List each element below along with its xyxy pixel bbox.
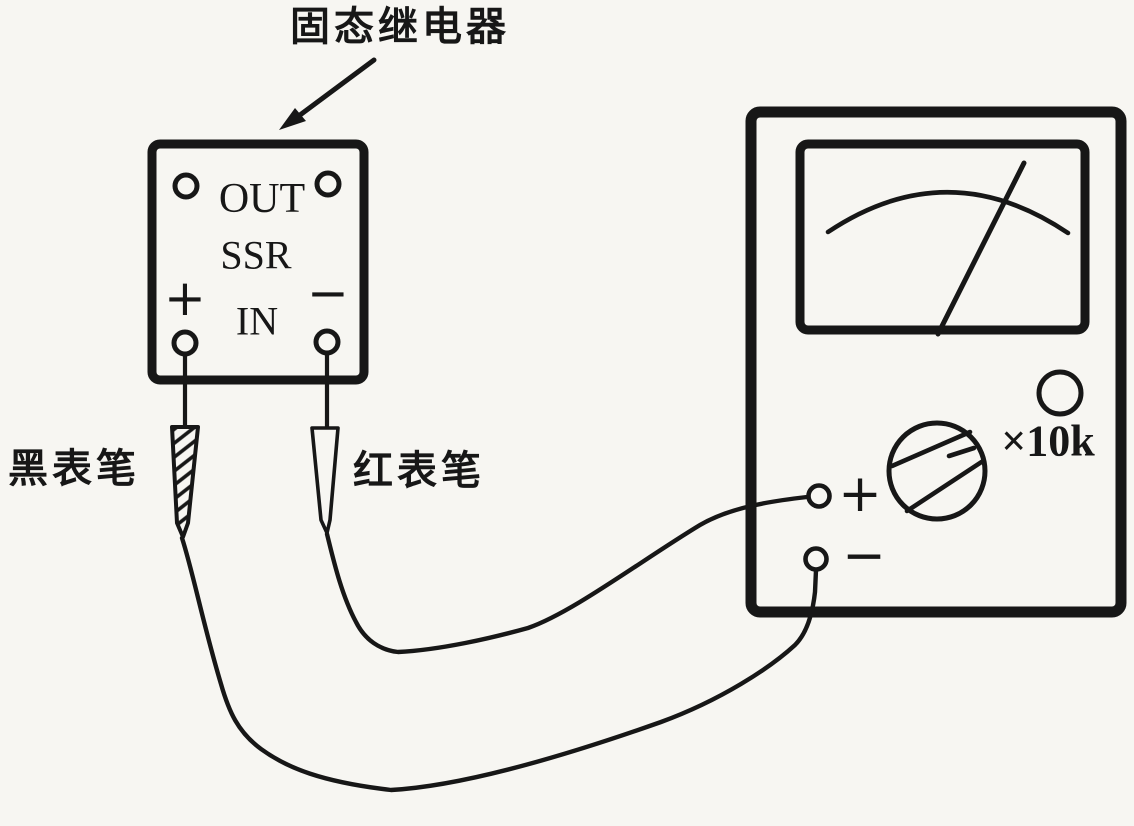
red-probe (310, 426, 340, 535)
meter-minus-terminal (803, 546, 829, 572)
range-label: ×10k (1001, 417, 1095, 466)
black-probe-label: 黑表笔 (8, 447, 140, 491)
meter-scale-arc (825, 190, 1071, 236)
range-knob (886, 420, 988, 522)
meter-needle (935, 160, 1027, 337)
knob-pointer-lines (889, 429, 986, 514)
black-probe (170, 425, 200, 539)
ssr-terminal-in-minus (313, 328, 341, 356)
relay-callout-label: 固态继电器 (290, 5, 510, 49)
red-probe-wire (324, 494, 810, 655)
ssr-in-label: IN (236, 299, 278, 344)
red-probe-label: 红表笔 (353, 449, 485, 493)
ssr-out-label: OUT (219, 176, 305, 222)
ssr-terminal-out-left (172, 172, 200, 200)
ssr-plus-label: + (164, 269, 206, 327)
ssr-minus-label: − (307, 264, 349, 322)
callout-arrow-icon (279, 57, 377, 130)
meter-minus-label: − (842, 526, 886, 586)
ssr-name-label: SSR (220, 233, 291, 278)
ssr-box (147, 139, 369, 385)
zero-adjust-screw (1036, 369, 1084, 417)
meter-plus-label: + (838, 464, 882, 524)
ssr-terminal-out-right (314, 170, 342, 198)
ssr-terminal-in-plus (171, 329, 199, 357)
multimeter-body (745, 106, 1127, 618)
meter-display (795, 139, 1090, 335)
meter-plus-terminal (806, 483, 832, 509)
black-probe-wire (179, 535, 819, 793)
